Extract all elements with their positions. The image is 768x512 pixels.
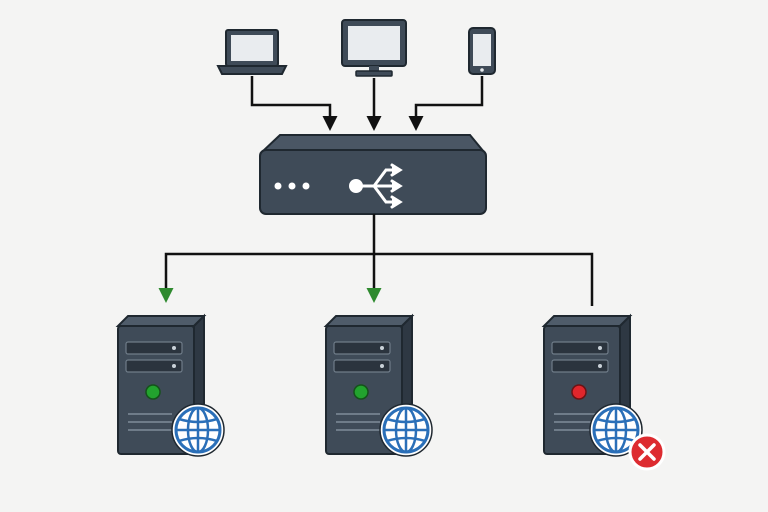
- indicator-lights: [274, 182, 310, 190]
- smartphone-icon: [468, 27, 496, 75]
- connector-laptop: [250, 76, 338, 131]
- laptop-icon: [216, 29, 288, 75]
- split-arrows-icon: [349, 163, 403, 209]
- status-light-healthy: [353, 384, 369, 400]
- server-2: [323, 313, 433, 457]
- status-light-healthy: [145, 384, 161, 400]
- server-1: [115, 313, 225, 457]
- connector-phone: [408, 76, 484, 131]
- connector-to-server-3: [374, 252, 594, 306]
- globe-icon: [171, 403, 225, 457]
- desktop-monitor-icon: [341, 19, 407, 77]
- connector-to-server-1: [164, 214, 376, 298]
- globe-icon: [589, 403, 643, 457]
- status-light-failed: [571, 384, 587, 400]
- x-circle-icon: [628, 433, 666, 471]
- globe-icon: [379, 403, 433, 457]
- load-balancer-icon: [259, 134, 487, 215]
- server-3: [541, 313, 666, 471]
